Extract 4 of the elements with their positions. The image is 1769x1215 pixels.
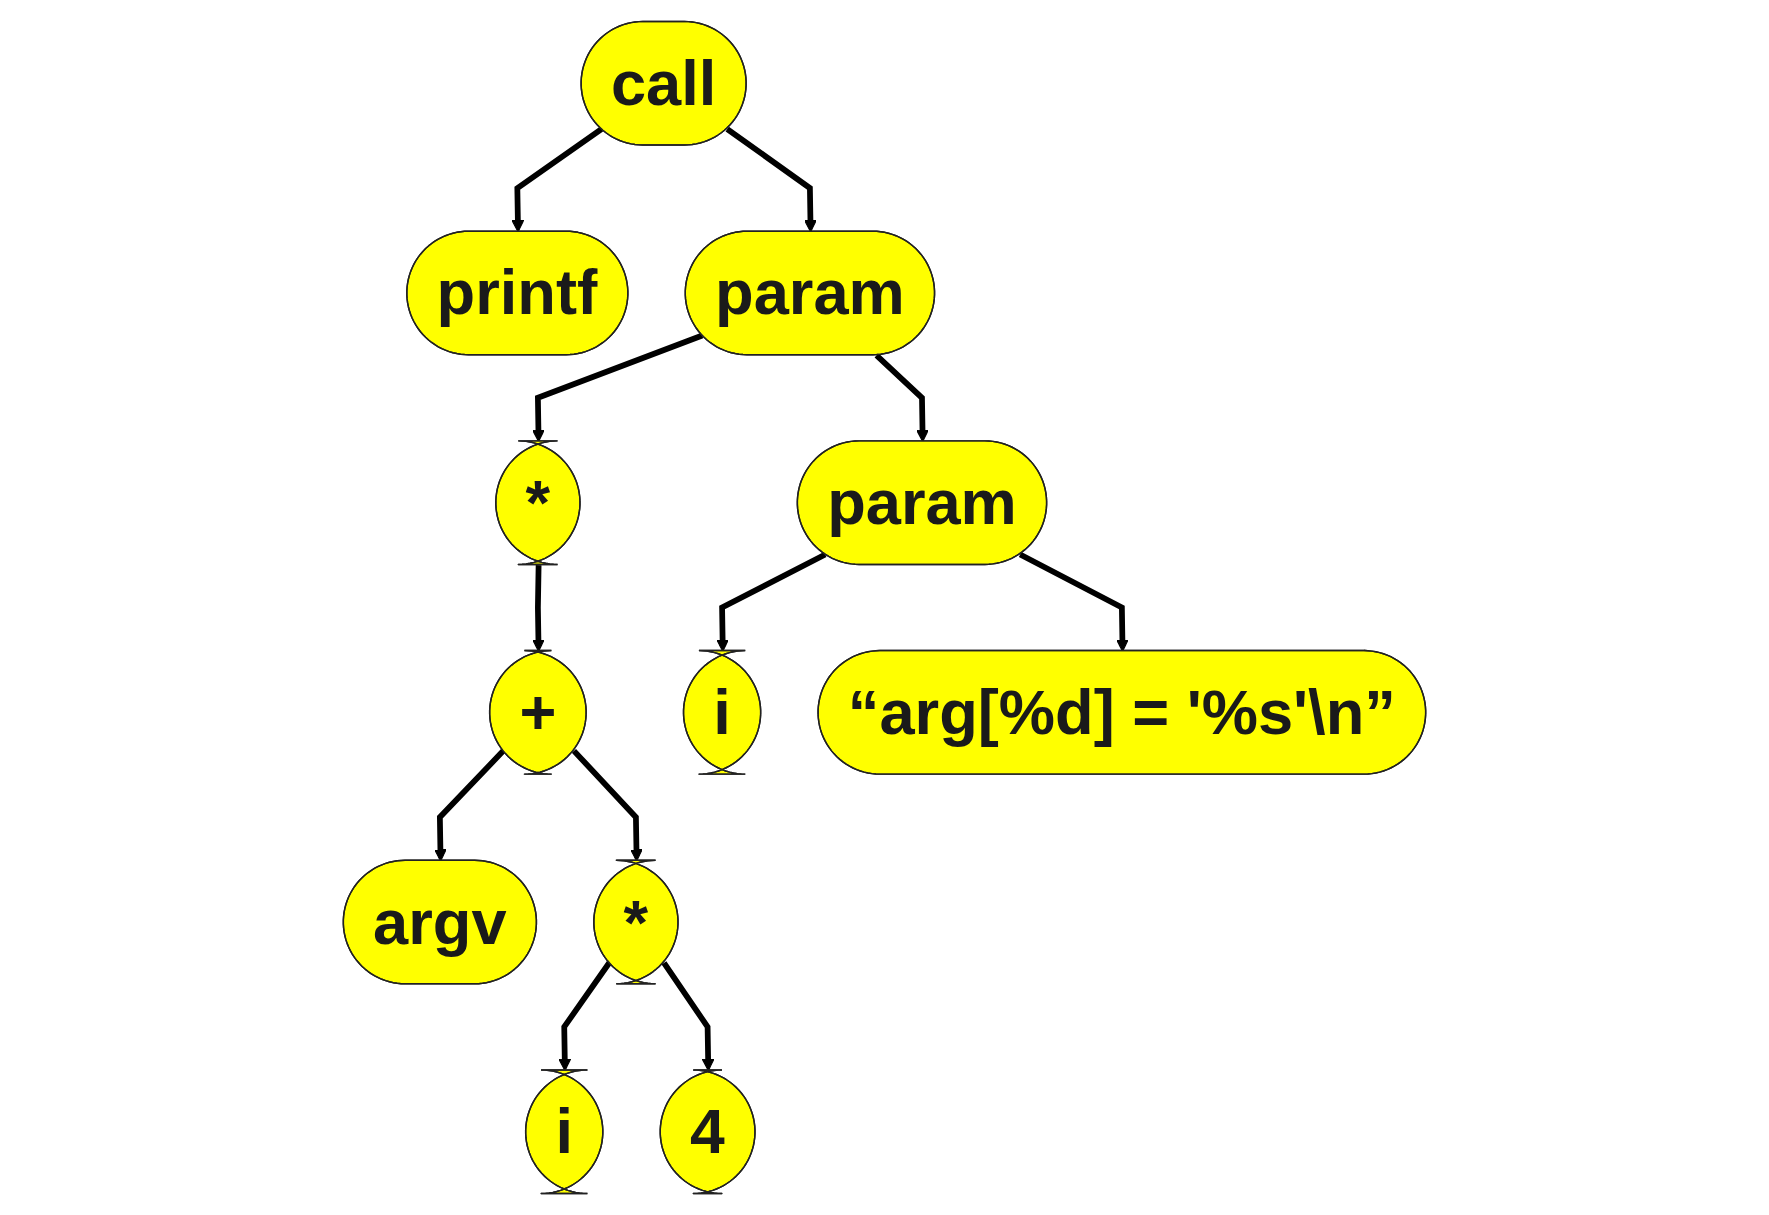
arrow bbox=[434, 748, 506, 862]
arrow bbox=[511, 126, 604, 233]
arrow bbox=[725, 126, 817, 233]
arrow bbox=[1018, 551, 1129, 652]
